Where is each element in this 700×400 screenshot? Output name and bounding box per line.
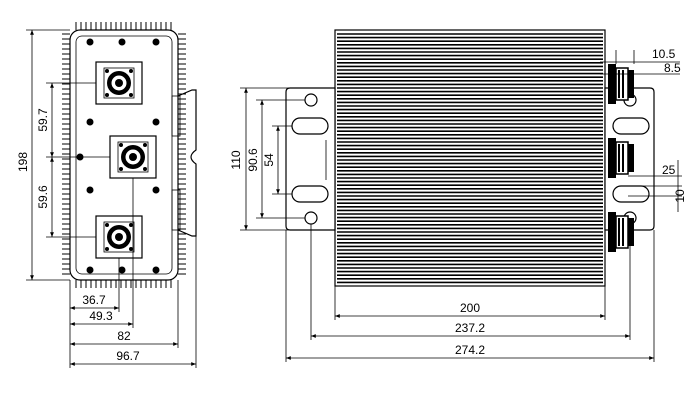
front-body-outline (69, 29, 179, 281)
side-connector-middle (608, 138, 634, 178)
dim-body-length: 200 (460, 301, 480, 315)
dim-slot-width: 10 (673, 189, 687, 203)
dim-bracket-height: 110 (229, 150, 243, 169)
dim-offset-1: 36.7 (82, 293, 106, 307)
side-heatsink-body (334, 29, 606, 287)
dim-lower-spacing: 59.6 (36, 185, 50, 209)
connector-middle (109, 135, 157, 179)
front-heatsink-fins (62, 22, 186, 288)
connector-top (95, 61, 143, 105)
front-mounting-screws (76, 38, 160, 274)
connector-bottom (95, 215, 143, 259)
dim-overall-width: 96.7 (116, 349, 140, 363)
front-side-bracket (177, 89, 197, 237)
side-connector-top (608, 64, 634, 104)
dim-slot-spacing: 54 (262, 153, 276, 167)
side-connector-bottom (608, 212, 634, 252)
dim-slot-offset: 25 (662, 163, 676, 177)
dim-height-198: 198 (16, 152, 30, 172)
dim-connector-flange: 8.5 (664, 61, 681, 75)
front-body-inner (75, 35, 173, 275)
front-side-tab-lower (171, 189, 181, 231)
side-view: 10.5 8.5 25 10 110 90.6 54 200 237.2 (229, 29, 687, 362)
dim-connector-depth: 10.5 (652, 47, 676, 61)
side-heatsink-fins (337, 33, 603, 284)
left-mounting-bracket (285, 87, 336, 231)
dim-hole-span: 237.2 (455, 321, 485, 335)
dim-overall-length: 274.2 (455, 343, 485, 357)
front-view: 198 59.7 59.6 36.7 49.3 82 96.7 (16, 22, 197, 368)
front-side-tab-upper (171, 95, 181, 137)
dim-bracket-inner: 90.6 (246, 148, 260, 172)
dim-upper-spacing: 59.7 (36, 108, 50, 132)
dim-body-width: 82 (117, 329, 131, 343)
dim-offset-2: 49.3 (89, 309, 113, 323)
